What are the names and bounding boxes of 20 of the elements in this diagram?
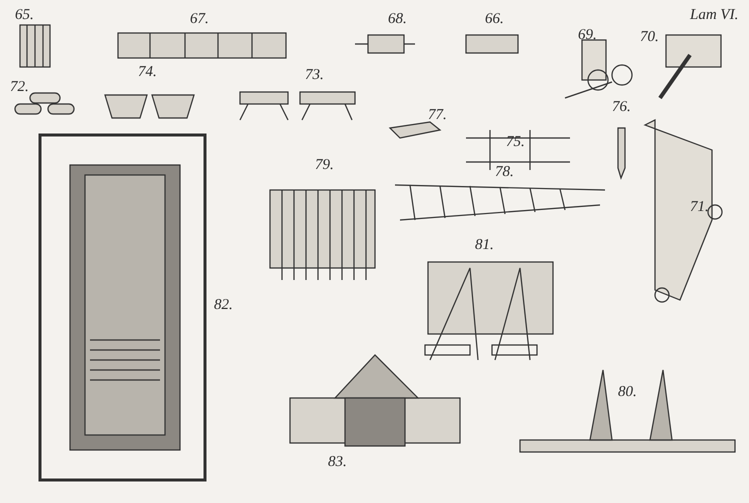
figure-number: 75. [506,135,525,150]
figure-number: 66. [485,12,504,27]
figure-number: 73. [305,68,324,83]
figure-number: 83. [328,455,347,470]
figure-number: 72. [10,80,29,95]
figure-number: 80. [618,385,637,400]
figure-number: 71. [690,200,709,215]
figure-number: 76. [612,100,631,115]
figure-number: 70. [640,30,659,45]
figure-number: 67. [190,12,209,27]
plate-number: Lam VI. [690,8,738,23]
figure-number: 65. [15,8,34,23]
figure-number: 82. [214,298,233,313]
figure-number: 77. [428,108,447,123]
figure-number: 79. [315,158,334,173]
figure-number: 74. [138,65,157,80]
figure-number: 69. [578,28,597,43]
figure-number: 78. [495,165,514,180]
figure-number: 81. [475,238,494,253]
figure-number: 68. [388,12,407,27]
